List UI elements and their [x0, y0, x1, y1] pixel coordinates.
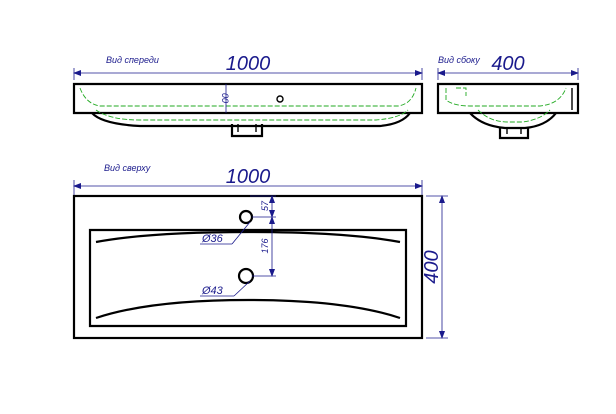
front-width-dimension: 1000 — [226, 53, 271, 75]
top-tap-hole — [238, 209, 254, 225]
front-drain-outline — [230, 124, 264, 138]
side-width-dimension: 400 — [491, 53, 524, 75]
front-tap-hole — [276, 95, 284, 103]
side-view-title: Вид сбоку — [438, 55, 480, 65]
top-hole-large-leader — [233, 280, 251, 297]
top-hole-large-dimension: Ø43 — [201, 285, 224, 297]
front-height-dimension: 00 — [220, 93, 230, 103]
top-basin-outline — [88, 228, 408, 328]
front-hidden-basin — [79, 87, 417, 107]
top-offset-dimension: 57 — [260, 200, 270, 211]
top-spacing-dimension: 176 — [260, 238, 270, 253]
side-hidden-basin-lower — [477, 109, 551, 123]
side-view: Вид сбоку 400 — [436, 53, 580, 140]
front-hidden-basin-lower — [95, 109, 409, 121]
side-hidden-tap — [456, 87, 467, 96]
side-rim-outline — [436, 82, 580, 115]
top-outer-outline — [72, 194, 424, 340]
front-view-title: Вид спереди — [106, 55, 159, 65]
front-view: Вид спереди 1000 00 — [72, 53, 424, 138]
top-basin-upper-curve — [95, 230, 401, 244]
top-basin-lower-curve — [95, 298, 401, 320]
front-basin-outline — [91, 112, 411, 128]
top-view-title: Вид сверху — [104, 163, 151, 173]
side-drain-outline — [498, 128, 530, 140]
top-depth-dimension: 400 — [421, 250, 443, 283]
top-hole-small-leader — [231, 221, 251, 245]
top-drain-hole — [237, 267, 255, 285]
top-width-dimension: 1000 — [226, 166, 271, 188]
side-basin-outline — [469, 112, 557, 130]
side-hidden-basin — [445, 87, 567, 107]
front-rim-outline — [72, 82, 424, 115]
top-view: Вид сверху 1000 400 57 176 Ø36 — [72, 163, 448, 340]
top-hole-small-dimension: Ø36 — [201, 233, 224, 245]
